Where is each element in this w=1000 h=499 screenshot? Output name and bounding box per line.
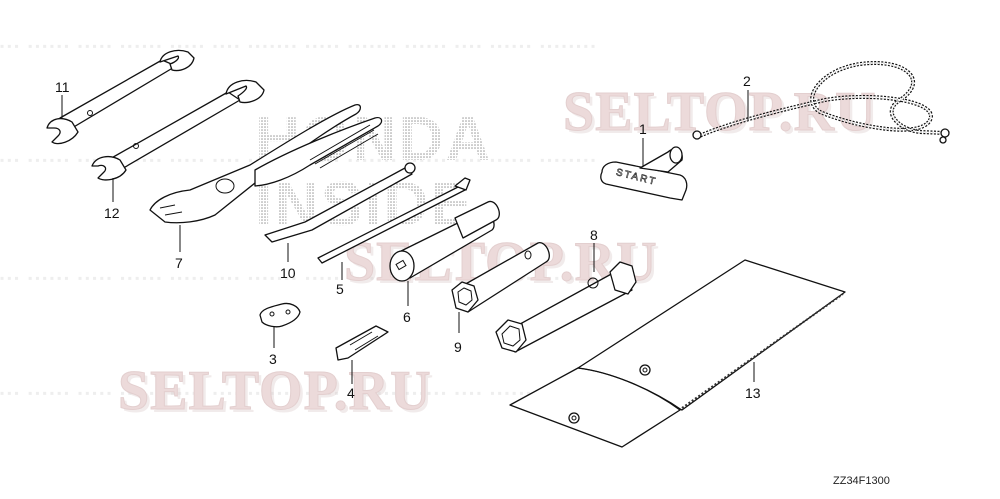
drawing-code: ZZ34F1300 bbox=[833, 475, 890, 487]
part-10-flat-screwdriver[interactable]: 10 bbox=[264, 162, 416, 281]
svg-text:▪▪▪ ▪▪▪▪▪▪ ▪▪▪▪▪ ▪▪▪▪▪▪ ▪▪▪▪▪: ▪▪▪ ▪▪▪▪▪▪ ▪▪▪▪▪ ▪▪▪▪▪▪ ▪▪▪▪▪ ▪▪▪▪ ▪▪▪▪▪… bbox=[0, 386, 598, 400]
callout-6: 6 bbox=[403, 309, 411, 325]
svg-text:▪▪▪ ▪▪▪▪▪▪ ▪▪▪▪▪ ▪▪▪▪▪▪ ▪▪▪▪▪: ▪▪▪ ▪▪▪▪▪▪ ▪▪▪▪▪ ▪▪▪▪▪▪ ▪▪▪▪▪ ▪▪▪▪ ▪▪▪▪▪… bbox=[0, 271, 598, 285]
watermark-bottom: SELTOP.RU bbox=[118, 360, 432, 422]
callout-8: 8 bbox=[590, 227, 598, 243]
part-2-starter-rope[interactable]: 2 bbox=[692, 61, 950, 144]
part-5-screwdriver-shaft[interactable]: 5 bbox=[317, 177, 471, 297]
part-12-wrench-large[interactable]: 12 bbox=[91, 79, 265, 222]
callout-7: 7 bbox=[175, 255, 183, 271]
part-13-tool-bag[interactable]: 13 bbox=[509, 259, 846, 448]
svg-text:▪▪▪ ▪▪▪▪▪▪ ▪▪▪▪▪ ▪▪▪▪▪▪ ▪▪▪▪▪: ▪▪▪ ▪▪▪▪▪▪ ▪▪▪▪▪ ▪▪▪▪▪▪ ▪▪▪▪▪ ▪▪▪▪ ▪▪▪▪▪… bbox=[0, 39, 598, 53]
faint-background-text: ▪▪▪ ▪▪▪▪▪▪ ▪▪▪▪▪ ▪▪▪▪▪▪ ▪▪▪▪▪ ▪▪▪▪ ▪▪▪▪▪… bbox=[0, 39, 598, 400]
part-4-clip-holder[interactable]: 4 bbox=[335, 325, 389, 401]
callout-1: 1 bbox=[639, 121, 647, 137]
callout-12: 12 bbox=[104, 205, 120, 221]
watermark-top: SELTOP.RU bbox=[563, 81, 877, 143]
seltop-watermarks: SELTOP.RU SELTOP.RU SELTOP.RU SELTOP.RU … bbox=[118, 81, 879, 426]
callout-11: 11 bbox=[55, 79, 70, 95]
callout-4: 4 bbox=[347, 385, 355, 401]
callout-3: 3 bbox=[269, 351, 277, 367]
part-6-screwdriver-handle[interactable]: 6 bbox=[389, 200, 500, 325]
part-11-wrench-small[interactable]: 11 bbox=[46, 49, 195, 145]
part-9-box-wrench-small[interactable]: 9 bbox=[451, 242, 550, 355]
part-8-box-wrench-large[interactable]: 8 bbox=[495, 227, 637, 353]
part-7-pliers[interactable]: 7 bbox=[149, 104, 383, 271]
part-3-clip[interactable]: 3 bbox=[259, 302, 301, 367]
callout-5: 5 bbox=[336, 281, 344, 297]
callout-10: 10 bbox=[280, 265, 296, 281]
part-1-start-grip[interactable]: START 1 bbox=[600, 121, 688, 201]
callout-2: 2 bbox=[743, 73, 751, 89]
callout-13: 13 bbox=[745, 385, 761, 401]
svg-text:SELTOP.RU: SELTOP.RU bbox=[121, 363, 435, 425]
callout-9: 9 bbox=[454, 339, 462, 355]
